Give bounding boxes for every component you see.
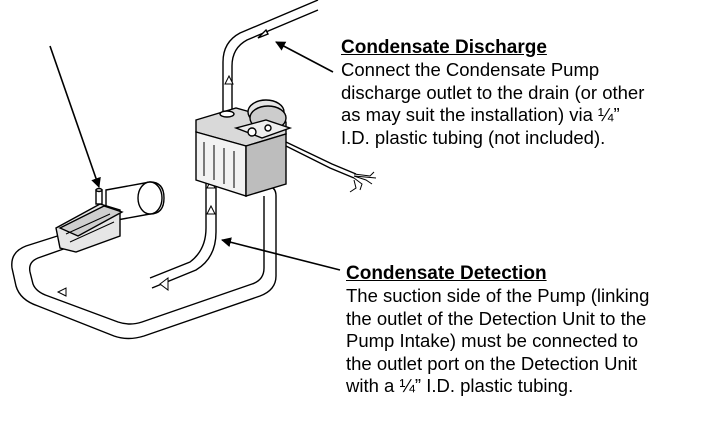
condensate-pump: [195, 99, 357, 197]
leader-arrow-discharge: [275, 41, 334, 73]
suction-tube: [11, 160, 277, 340]
callout-condensate-discharge: Condensate Discharge Connect the Condens…: [341, 36, 644, 149]
leader-arrow-detection: [221, 237, 341, 271]
leader-arrow-detection-unit: [49, 45, 101, 188]
callout-heading: Condensate Discharge: [341, 37, 547, 58]
callout-heading: Condensate Detection: [346, 263, 547, 284]
callout-text-line: as may suit the installation) via ¼”: [341, 104, 620, 125]
callout-text-line: The suction side of the Pump (linking: [346, 285, 650, 306]
callout-text-line: with a ¼” I.D. plastic tubing.: [346, 375, 574, 396]
callout-text-line: discharge outlet to the drain (or other: [341, 81, 645, 103]
detection-unit: [55, 181, 165, 253]
power-cable-wires: [349, 171, 377, 193]
callout-text-line: Pump Intake) must be connected to: [346, 330, 639, 351]
discharge-tube: [222, 0, 319, 112]
callout-text-line: I.D. plastic tubing (not included).: [341, 126, 606, 148]
callout-text-line: Connect the Condensate Pump: [341, 59, 600, 80]
callout-text-line: the outlet of the Detection Unit to the: [346, 307, 647, 329]
callout-text-line: the outlet port on the Detection Unit: [346, 352, 638, 374]
callout-condensate-detection: Condensate Detection The suction side of…: [346, 262, 649, 398]
